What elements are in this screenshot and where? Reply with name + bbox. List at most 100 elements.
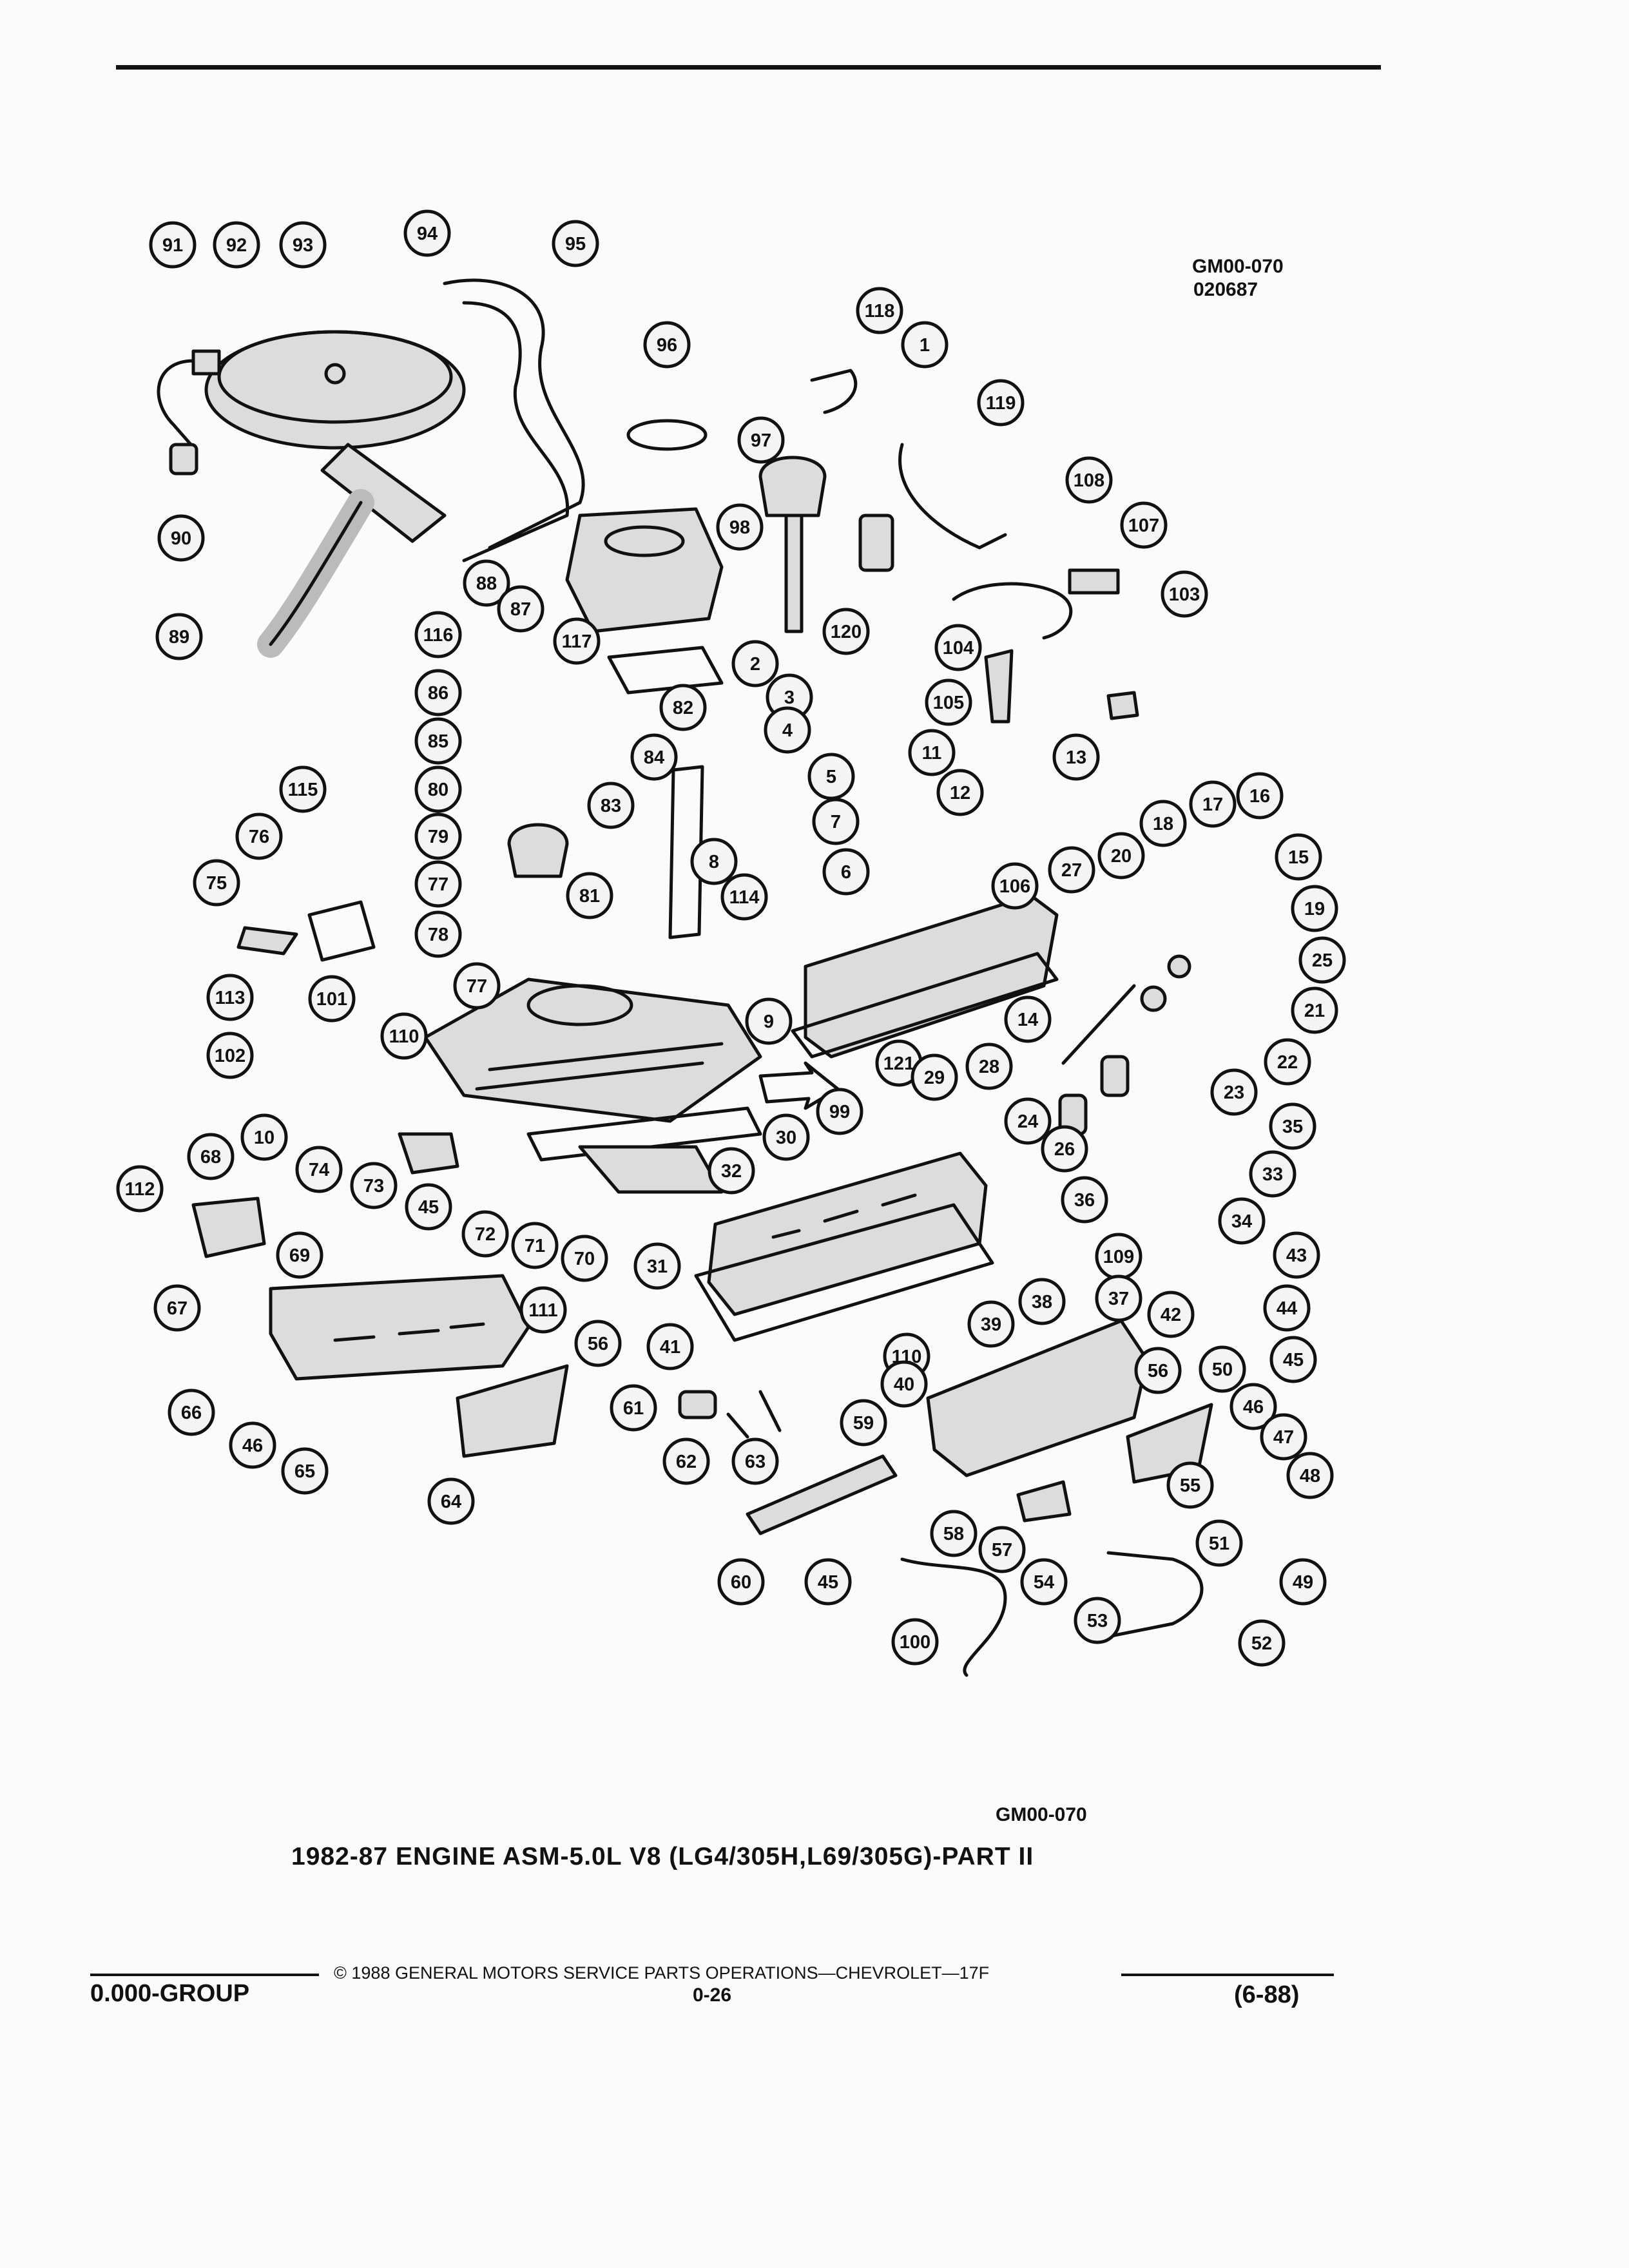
callout-circle [936,769,984,816]
callout-102: 102 [206,1032,254,1079]
callout-45: 45 [405,1183,452,1231]
callout-circle [716,503,764,551]
callout-number: 56 [588,1334,608,1354]
callout-circle [1199,1345,1246,1393]
callout-119: 119 [977,379,1025,427]
manifold-runners [475,1042,724,1091]
callout-75: 75 [193,859,240,907]
callout-number: 2 [750,654,760,675]
egr-valve [507,823,569,878]
callout-circle [1189,780,1237,828]
callout-circle [1161,570,1208,618]
callout-44: 44 [1263,1284,1311,1332]
callout-circle [155,613,203,660]
callout-number: 94 [417,224,438,244]
figure-code: GM00-070 [1192,256,1284,277]
distributor-shaft [784,514,804,633]
callout-number: 91 [162,235,183,256]
callout-number: 4 [782,720,793,741]
callout-13: 13 [1052,733,1100,781]
callout-82: 82 [659,684,707,731]
callout-number: 42 [1161,1305,1181,1325]
callout-circle [1264,1038,1311,1086]
callout-number: 93 [293,235,313,256]
callout-number: 92 [226,235,247,256]
callout-107: 107 [1120,501,1168,549]
callout-41: 41 [646,1323,694,1370]
harness-lead [898,443,1007,550]
callout-96: 96 [643,321,691,369]
callout-9: 9 [745,997,793,1045]
callout-circle [1269,1336,1317,1383]
callout-circle [281,1447,329,1495]
callout-60: 60 [717,1558,765,1606]
callout-circle [1065,456,1113,504]
callout-circle [1286,1452,1334,1499]
callout-number: 53 [1087,1611,1108,1631]
breather-element [169,443,198,476]
callout-circle [414,611,462,658]
callout-70: 70 [561,1235,608,1282]
callout-circle [463,559,510,607]
callout-117: 117 [553,617,601,665]
callout-circle [891,1618,939,1666]
callout-number: 55 [1180,1475,1200,1496]
callout-circle [1074,1597,1121,1644]
callout-18: 18 [1139,800,1187,847]
callout-number: 7 [831,812,841,832]
callout-number: 107 [1128,515,1159,536]
callout-circle [934,624,982,671]
callout-circle [1291,986,1338,1034]
callout-number: 77 [467,976,487,997]
callout-circle [1139,800,1187,847]
callout-circle [731,640,779,687]
callout-7: 7 [812,798,860,845]
callout-circle [807,753,855,800]
exhaust-manifold-right [926,1319,1149,1477]
callout-circle [566,872,613,919]
footer-revision: (6-88) [1234,1981,1300,2008]
caption-title: 1982-87 ENGINE ASM-5.0L V8 (LG4/305H,L69… [291,1843,1034,1870]
callout-88: 88 [463,559,510,607]
callout-circle [1249,1150,1296,1198]
callout-number: 3 [784,687,795,708]
oxygen-sensor-wire [900,1557,1007,1677]
pushrod [1061,984,1136,1065]
carburetor-bore [604,525,685,557]
callout-circle [1260,1413,1307,1461]
callout-number: 105 [933,693,964,713]
callout-number: 70 [574,1249,595,1269]
callout-number: 58 [943,1524,964,1544]
callout-69: 69 [276,1231,323,1279]
callout-circle [965,1043,1013,1090]
callout-number: 106 [999,876,1030,897]
callout-number: 40 [894,1374,914,1395]
callout-number: 81 [579,886,600,907]
breather-hose [157,359,198,453]
callout-number: 104 [943,638,974,658]
callout-circle [1273,1231,1320,1279]
callout-number: 35 [1282,1117,1303,1137]
callout-115: 115 [279,765,327,813]
callout-93: 93 [279,221,327,269]
callout-number: 29 [924,1068,945,1088]
callout-circle [764,706,811,754]
callout-118: 118 [856,287,903,334]
callout-circle [880,1360,928,1408]
callout-number: 64 [441,1492,461,1512]
callout-2: 2 [731,640,779,687]
callout-circle [213,221,260,269]
callout-number: 41 [660,1337,680,1358]
callout-number: 86 [428,683,448,704]
stud-63 [758,1390,782,1432]
callout-circle [116,1165,164,1213]
thermostat-74 [398,1132,459,1175]
exhaust-ports-left [333,1322,485,1342]
callout-number: 83 [601,796,621,816]
callout-number: 56 [1148,1361,1168,1381]
callout-circle [908,729,956,776]
callout-circle [279,765,327,813]
callout-circle [276,1231,323,1279]
callout-circle [856,287,903,334]
caption-figure-ref: GM00-070 [996,1804,1087,1825]
